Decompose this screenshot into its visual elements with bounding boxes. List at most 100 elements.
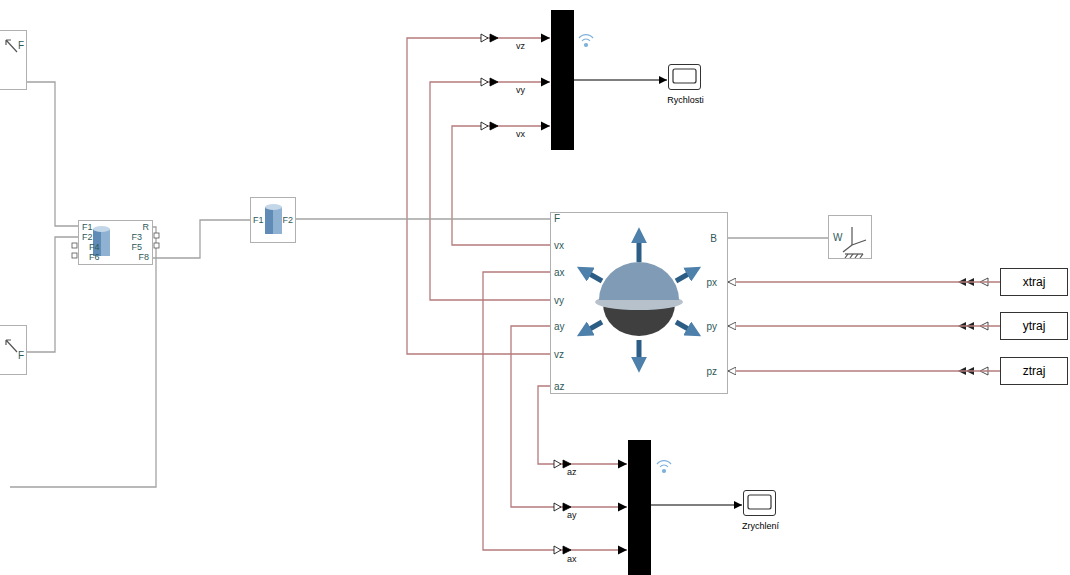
dof-arrow [637, 340, 642, 360]
connection-block: F1 R F2 F3F4 F5F6 F8 [78, 220, 153, 265]
block-name: Rychlosti [619, 95, 752, 106]
axis [851, 227, 852, 245]
signal-wire [574, 79, 667, 80]
logging-icon [579, 35, 671, 473]
signal-wires [407, 38, 627, 550]
port-label: az [554, 381, 565, 393]
solid-top [93, 226, 110, 232]
logging-dot [585, 44, 588, 47]
signal-name: az [567, 468, 577, 478]
port-square [154, 243, 159, 248]
signal-wire [452, 126, 550, 245]
sensor-icon [6, 40, 17, 52]
ground-hatch [845, 254, 863, 258]
port-label: vx [554, 240, 564, 252]
port-markers [481, 34, 571, 554]
port-label: px [706, 277, 717, 289]
logging-dot [663, 470, 666, 473]
signal-wire [407, 38, 550, 354]
block-label: xtraj [1023, 275, 1046, 289]
port-label: F4 [89, 242, 100, 253]
dof-arrow [588, 273, 602, 281]
solid-top [265, 204, 282, 210]
scope-block: Rychlosti [668, 64, 701, 90]
block-name: Zrychlení [694, 521, 827, 532]
port-label: F [554, 213, 560, 225]
sensor-icon [6, 340, 17, 352]
solid-body [265, 207, 282, 234]
physical-connection [27, 82, 78, 226]
solid-icon [93, 204, 282, 256]
port-label: ay [554, 321, 565, 333]
sensor-block: F [0, 325, 27, 375]
frame-icon [843, 227, 866, 258]
from-block: ytraj [1000, 312, 1068, 340]
dome [599, 262, 679, 300]
signal-name: vy [516, 86, 525, 96]
dof-arrow [637, 240, 642, 262]
port-label: W [833, 232, 842, 244]
signal-wire [538, 386, 627, 464]
physical-connection [296, 218, 550, 219]
signal-line [728, 281, 1000, 282]
dof-arrows [588, 240, 690, 360]
physical-wire [10, 227, 156, 487]
six-dof-icon [588, 240, 690, 360]
port-label: F1 [82, 222, 93, 233]
port-square [72, 253, 77, 258]
port-label: F6 [89, 252, 100, 263]
signal-line [728, 325, 1000, 326]
port-label: F5 [131, 242, 142, 253]
physical-connection [153, 220, 250, 258]
port-label: B [710, 233, 717, 245]
port-label: F2 [82, 232, 93, 243]
signal-wire [511, 326, 627, 507]
port-label: F1 [253, 215, 264, 226]
sensor-block: F [0, 30, 27, 90]
port-label: vz [554, 349, 564, 361]
port-label: R [143, 222, 150, 233]
port-label: py [706, 321, 717, 333]
port-label: F2 [282, 215, 293, 226]
signal-name: ax [567, 555, 577, 565]
scope-block: Zrychlení [743, 490, 776, 516]
port-label: pz [706, 366, 717, 378]
port-marker [490, 34, 571, 554]
port-square [154, 233, 159, 238]
port-label: vy [554, 295, 564, 307]
signal-name: vx [516, 130, 525, 140]
logging-arcs [657, 461, 671, 467]
mux-bar [628, 440, 651, 575]
port-square [72, 243, 77, 248]
port-label: F [18, 40, 24, 52]
physical-connection [27, 237, 78, 352]
six-dof-block: F Bvx ax px vy ay py vz pz az [550, 212, 728, 394]
signal-wire [430, 82, 550, 300]
port-label: F [18, 350, 24, 362]
scope-screen [673, 69, 696, 83]
axis [843, 245, 852, 252]
solid-block: F1 F2 [250, 197, 296, 243]
signal-wire [651, 504, 742, 505]
port-label: F8 [138, 252, 149, 263]
block-label: ztraj [1023, 364, 1046, 378]
scope-screen [748, 495, 771, 509]
block-label: ytraj [1023, 319, 1046, 333]
port-label: F3 [131, 232, 142, 243]
port-label: ax [554, 267, 565, 279]
dof-arrow [588, 322, 602, 330]
from-block: ztraj [1000, 357, 1068, 385]
mux-bar [551, 10, 574, 150]
signal-name: ay [567, 511, 577, 521]
solid-body [101, 229, 110, 256]
frame-sensor-block: W [828, 215, 872, 259]
logging-arcs [579, 35, 593, 41]
signal-name: vz [516, 42, 525, 52]
from-block: xtraj [1000, 268, 1068, 296]
physical-connection [728, 237, 828, 238]
